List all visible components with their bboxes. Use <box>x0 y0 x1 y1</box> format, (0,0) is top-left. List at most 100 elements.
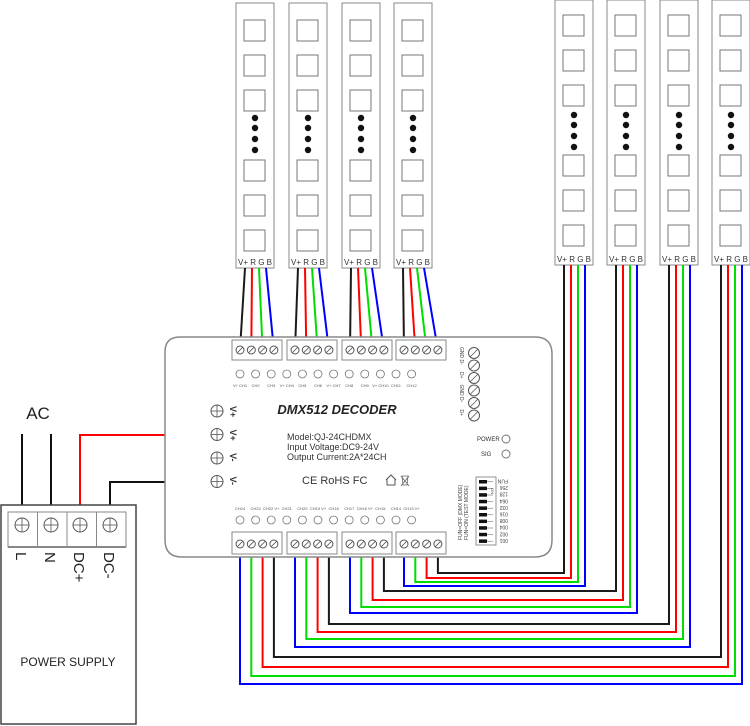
channel-label: CH6 <box>314 383 323 388</box>
channel-indicator <box>251 369 261 379</box>
channel-label: CH13 V+ <box>403 506 420 511</box>
dmx-screw-terminal <box>468 409 480 422</box>
led-chip <box>719 224 742 247</box>
home-icon <box>385 474 397 486</box>
ps-screw-terminal <box>14 517 30 533</box>
continuation-dot <box>357 146 365 154</box>
screw-terminal <box>345 539 355 549</box>
continuation-dot <box>622 132 630 140</box>
channel-label: CH16 V+ <box>357 506 374 511</box>
wire-green <box>250 265 736 677</box>
led-chip <box>667 14 690 37</box>
channel-label: V+ CH7 <box>327 383 342 388</box>
ac-label: AC <box>26 404 50 423</box>
led-chip <box>719 189 742 212</box>
screw-terminal <box>301 345 311 355</box>
screw-terminal <box>422 539 432 549</box>
power-input-terminals: V+V+V-V- <box>210 404 238 488</box>
continuation-dot <box>251 146 259 154</box>
led-chip <box>719 14 742 37</box>
led-chip <box>243 229 266 252</box>
screw-terminal <box>246 539 256 549</box>
channel-label: CH19 V+ <box>310 506 327 511</box>
dmx-screw-terminal <box>468 372 480 384</box>
wire-green <box>414 265 579 583</box>
dip-toggle <box>479 513 487 517</box>
screw-terminal <box>356 345 366 355</box>
channel-indicator <box>360 369 370 379</box>
dip-value-label: 002 <box>499 530 508 536</box>
ps-screw-terminal <box>43 517 59 533</box>
continuation-dot <box>570 121 578 129</box>
wire-red <box>425 265 572 579</box>
led-chip <box>562 224 585 247</box>
screw-terminal <box>269 539 279 549</box>
channel-label: CH11 <box>391 383 402 388</box>
dip-toggle <box>479 539 487 543</box>
output-current-label: Output Current:2A*24CH <box>287 452 387 462</box>
power-screw-terminal <box>210 451 224 465</box>
channel-indicator <box>282 515 292 525</box>
led-chip <box>349 194 372 217</box>
screw-terminal <box>422 345 432 355</box>
screw-terminal <box>410 539 420 549</box>
continuation-dot <box>409 135 417 143</box>
channel-indicator <box>235 515 245 525</box>
screw-terminal <box>399 345 409 355</box>
screw-terminal <box>356 539 366 549</box>
led-chip <box>349 159 372 182</box>
channel-indicator <box>297 515 307 525</box>
channel-indicator <box>282 369 292 379</box>
ps-terminal-label: DC- <box>100 552 117 579</box>
led-chip <box>296 89 319 112</box>
continuation-dot <box>357 114 365 122</box>
strip-body <box>554 0 594 266</box>
dip-mode-label-off: FUN=OFF (DMX MODE) <box>458 484 464 540</box>
led-chip <box>243 19 266 42</box>
dmx-terminal-label: D- <box>458 360 464 366</box>
led-chip <box>667 49 690 72</box>
strip-body <box>235 2 275 269</box>
dmx-screw-terminal <box>468 397 480 409</box>
terminal-block-top <box>286 339 338 361</box>
screw-terminal <box>379 345 389 355</box>
continuation-dot <box>304 146 312 154</box>
power-terminal-label: V+ <box>228 430 238 441</box>
strip-body <box>606 0 646 266</box>
screw-terminal <box>235 345 245 355</box>
continuation-dot <box>727 111 735 119</box>
dip-toggle <box>479 532 487 537</box>
wire-vplus <box>272 265 722 658</box>
dip-value-label: 004 <box>499 524 508 530</box>
led-chip <box>667 189 690 212</box>
ps-screw-terminal <box>102 517 118 533</box>
wire-vplus <box>327 265 670 625</box>
power-indicator-label: POWER <box>477 437 500 443</box>
channel-label: CH3 <box>267 383 276 388</box>
wire-red <box>261 265 729 668</box>
led-chip <box>614 224 637 247</box>
power-supply-label: POWER SUPPLY <box>20 655 115 669</box>
screw-terminal <box>290 539 300 549</box>
wire-blue <box>403 265 586 587</box>
channel-indicator <box>360 515 370 525</box>
screw-terminal <box>379 539 389 549</box>
dmx-screw-terminal <box>468 384 480 397</box>
dip-value-label: 032 <box>499 504 508 510</box>
led-chip <box>296 194 319 217</box>
strip-body <box>341 2 381 269</box>
continuation-dot <box>409 124 417 132</box>
channel-label: CH24 <box>235 506 246 511</box>
dip-on-label: ON <box>490 488 495 494</box>
channel-label: CH9 <box>361 383 370 388</box>
top-terminal-blocks <box>231 339 447 361</box>
channel-indicator <box>375 515 385 525</box>
channel-label: CH17 <box>344 506 355 511</box>
continuation-dot <box>570 143 578 151</box>
dip-value-label: 001 <box>499 537 508 543</box>
